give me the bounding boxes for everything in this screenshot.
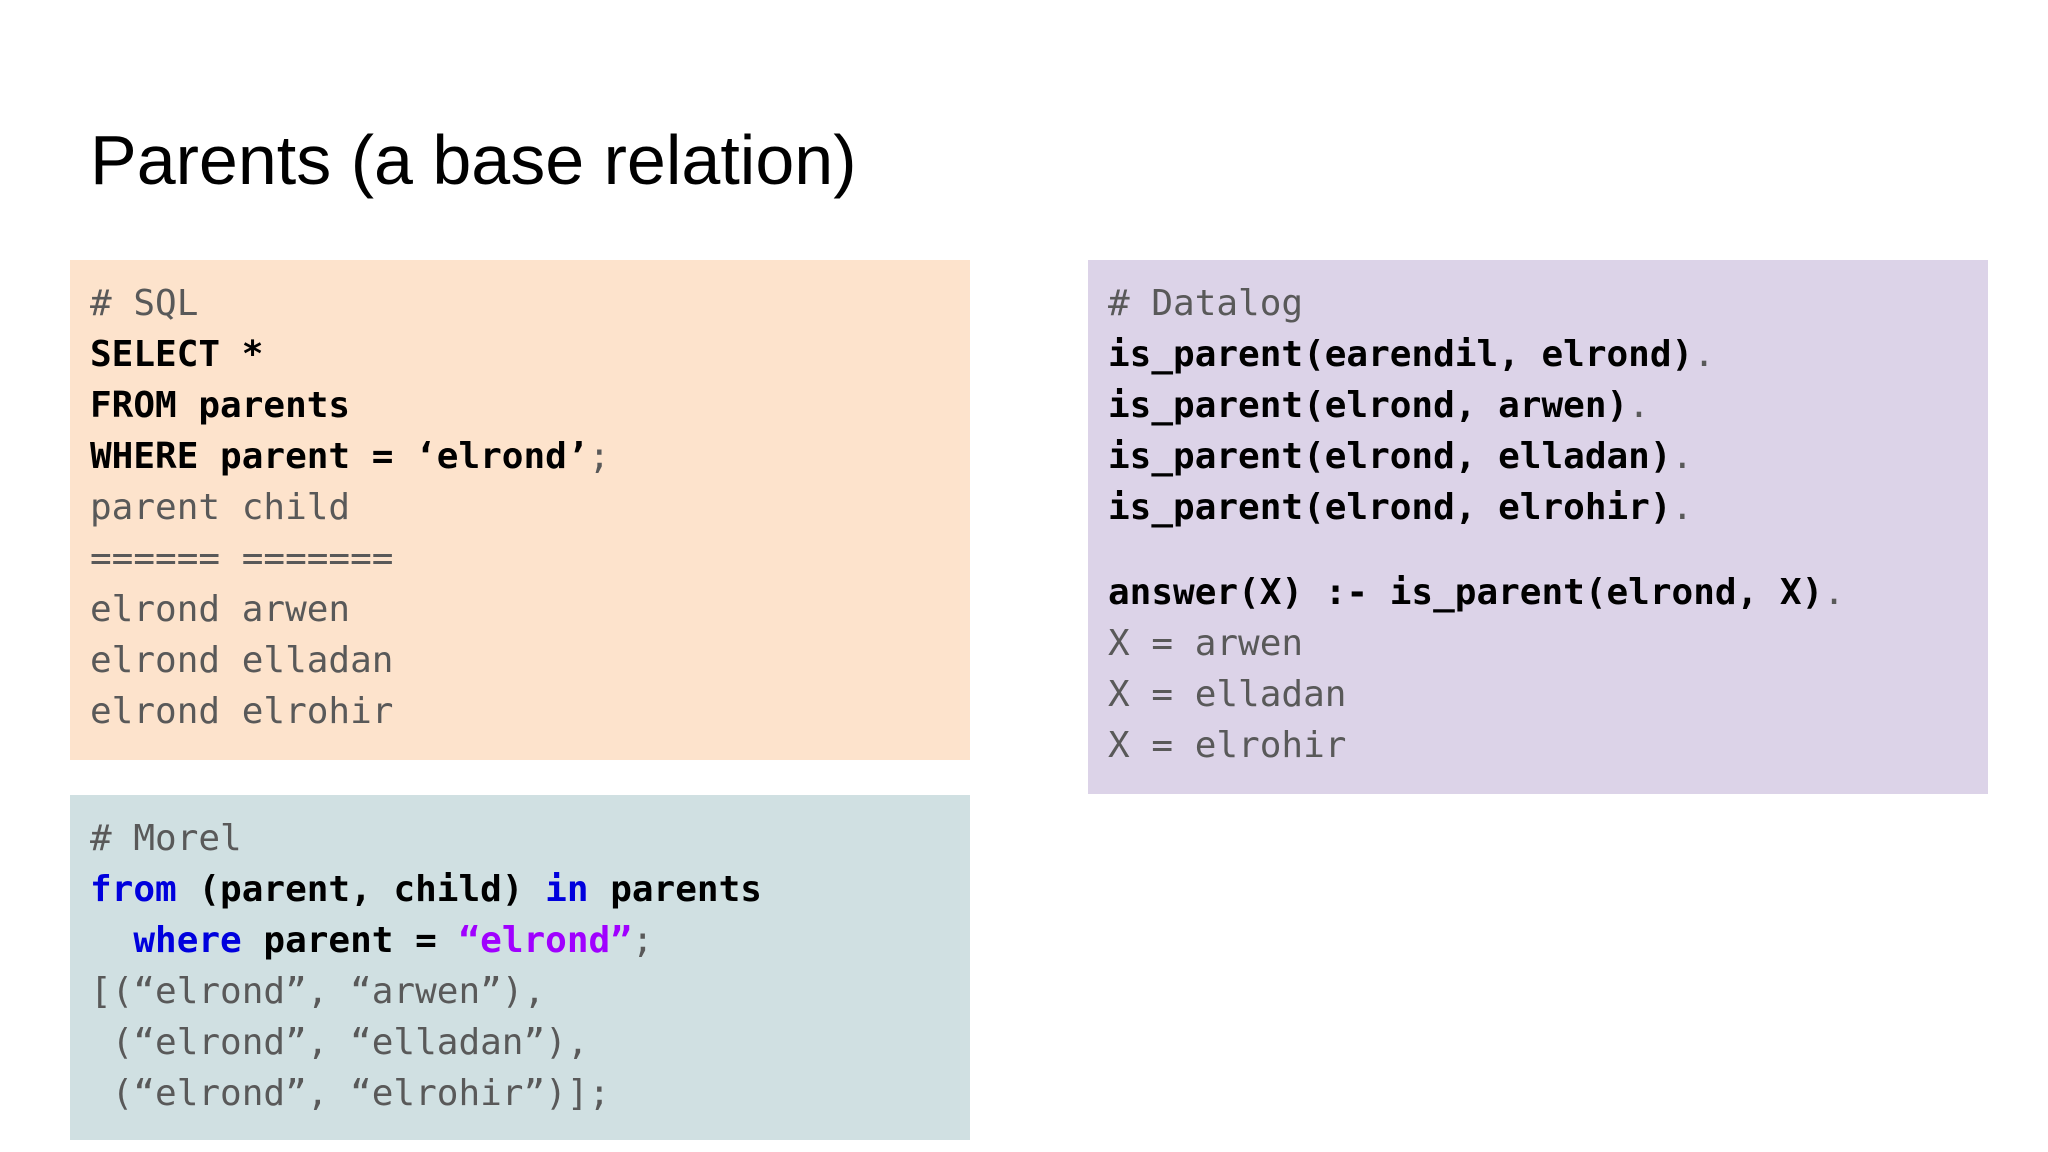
morel-indent <box>90 920 133 961</box>
sql-result-row: elrond arwen <box>90 589 351 630</box>
morel-comment: # Morel <box>90 818 242 859</box>
datalog-fact-code: is_parent(elrond, elladan) <box>1108 436 1672 477</box>
datalog-fact-code: is_parent(elrond, arwen) <box>1108 385 1629 426</box>
datalog-comment: # Datalog <box>1108 283 1304 324</box>
morel-string-literal: “elrond” <box>458 920 632 961</box>
datalog-code-block: # Datalog is_parent(earendil, elrond). i… <box>1088 260 1988 794</box>
morel-code-block: # Morel from (parent, child) in parents … <box>70 795 970 1140</box>
sql-where-code: WHERE parent = ‘elrond’ <box>90 436 589 477</box>
morel-where-keyword: where <box>133 920 242 961</box>
morel-from-source: parents <box>588 869 762 910</box>
morel-where-line: where parent = “elrond”; <box>90 915 970 966</box>
datalog-fact: is_parent(elrond, arwen). <box>1108 380 1988 431</box>
sql-code-block: # SQL SELECT * FROM parents WHERE parent… <box>70 260 970 760</box>
morel-from-keyword: from <box>90 869 177 910</box>
morel-in-keyword: in <box>545 869 589 910</box>
sql-result-row: elrond elladan <box>90 640 394 681</box>
morel-semicolon: ; <box>631 920 654 961</box>
datalog-result: X = elrohir <box>1108 725 1347 766</box>
morel-where-condition: parent = <box>241 920 459 961</box>
datalog-spacer <box>1108 533 1988 567</box>
datalog-fact: is_parent(earendil, elrond). <box>1108 329 1988 380</box>
datalog-period: . <box>1693 334 1715 375</box>
datalog-fact: is_parent(elrond, elladan). <box>1108 431 1988 482</box>
datalog-fact: is_parent(elrond, elrohir). <box>1108 482 1988 533</box>
morel-from-pattern: (parent, child) <box>176 869 546 910</box>
sql-from-line: FROM parents <box>90 385 351 426</box>
datalog-rule: answer(X) :- is_parent(elrond, X). <box>1108 567 1988 618</box>
sql-result-rule: ====== ======= <box>90 538 394 579</box>
morel-result: [(“elrond”, “arwen”), <box>90 971 546 1012</box>
datalog-result: X = elladan <box>1108 674 1347 715</box>
sql-result-row: elrond elrohir <box>90 691 394 732</box>
datalog-fact-code: is_parent(earendil, elrond) <box>1108 334 1694 375</box>
morel-result: (“elrond”, “elladan”), <box>90 1022 589 1063</box>
sql-semicolon: ; <box>588 436 611 477</box>
datalog-fact-code: is_parent(elrond, elrohir) <box>1108 487 1672 528</box>
datalog-result: X = arwen <box>1108 623 1304 664</box>
sql-select-line: SELECT * <box>90 334 264 375</box>
slide-title: Parents (a base relation) <box>90 121 857 199</box>
datalog-period: . <box>1671 436 1694 477</box>
datalog-rule-code: answer(X) :- is_parent(elrond, X) <box>1108 572 1824 613</box>
sql-result-header: parent child <box>90 487 351 528</box>
morel-result: (“elrond”, “elrohir”)]; <box>90 1073 611 1114</box>
morel-from-line: from (parent, child) in parents <box>90 864 970 915</box>
sql-where-line: WHERE parent = ‘elrond’; <box>90 431 970 482</box>
datalog-period: . <box>1671 487 1694 528</box>
datalog-period: . <box>1628 385 1650 426</box>
sql-comment: # SQL <box>90 283 199 324</box>
datalog-period: . <box>1823 572 1845 613</box>
